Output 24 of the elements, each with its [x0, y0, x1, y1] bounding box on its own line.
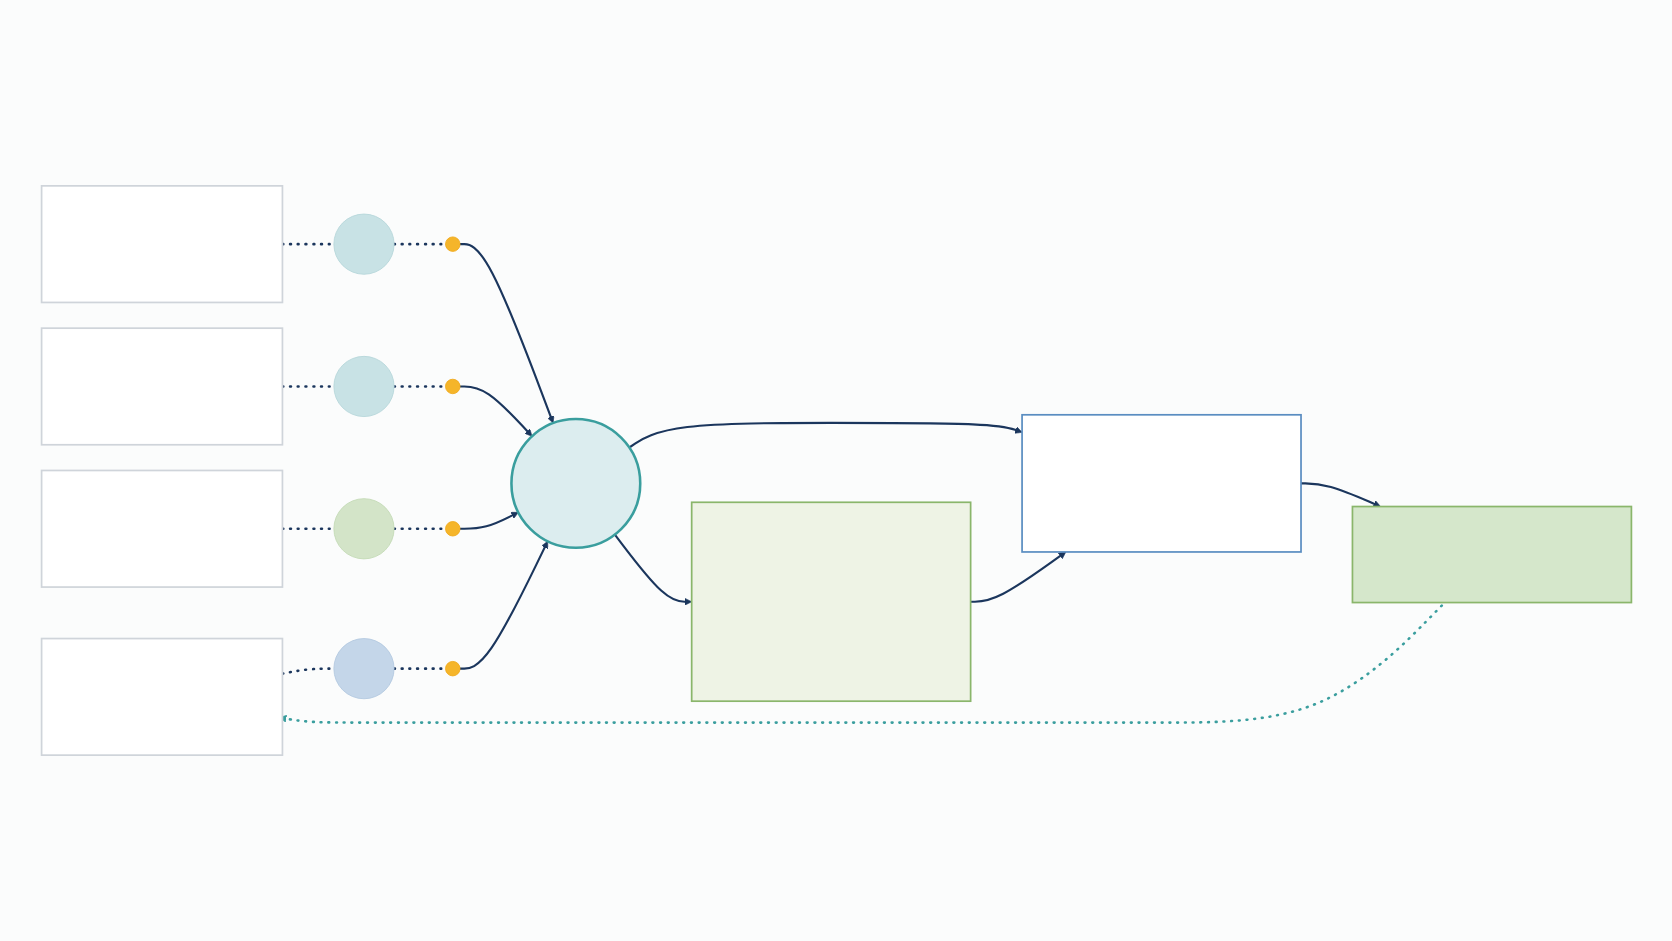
arrow [1300, 482, 1381, 508]
node-circle [444, 661, 460, 677]
arrow [613, 533, 692, 606]
node-person [332, 213, 394, 275]
node-circle [444, 378, 460, 395]
node-box [1351, 505, 1632, 604]
arrow [628, 421, 1022, 449]
arrow [459, 512, 519, 530]
arrow [459, 385, 532, 437]
node-box [40, 469, 283, 588]
node-box [40, 327, 283, 446]
arrow [459, 243, 554, 424]
node-circle [509, 417, 642, 550]
node-circle [444, 521, 460, 537]
arrow [970, 551, 1066, 603]
node-person [332, 638, 394, 700]
arrow [459, 540, 548, 670]
node-box [690, 501, 971, 703]
node-circle [444, 236, 460, 252]
node-person [332, 355, 394, 417]
node-box [40, 185, 283, 304]
node-person [332, 498, 394, 560]
node-box [40, 637, 283, 756]
node-box [1020, 413, 1302, 553]
